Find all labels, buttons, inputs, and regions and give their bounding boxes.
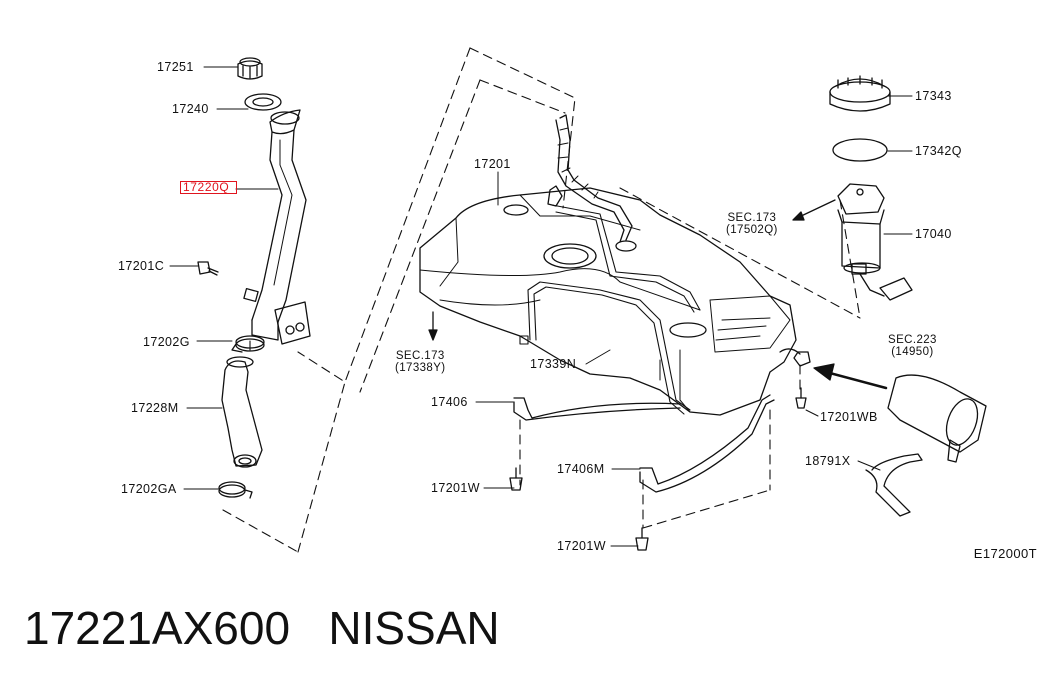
bolt-17201wb-part [779, 348, 811, 409]
lock-ring-17343-part [829, 75, 891, 112]
section-ref-code: (17502Q) [726, 224, 778, 236]
fuel-line-17339n-part [519, 204, 701, 415]
part-label-17201[interactable]: 17201 [474, 157, 511, 171]
o-ring-17342q-part [832, 138, 888, 162]
filler-neck-tube-part [243, 109, 311, 345]
section-ref-title: SEC.173 [727, 212, 777, 224]
fuel-tank-part [419, 187, 797, 416]
fuel-cap-part [237, 57, 263, 80]
tank-strap-17406-part [513, 397, 681, 421]
part-label-18791x[interactable]: 18791X [805, 454, 851, 468]
part-label-17201wb[interactable]: 17201WB [820, 410, 878, 424]
section-ref-title: SEC.223 [888, 334, 937, 346]
part-label-17342q[interactable]: 17342Q [915, 144, 962, 158]
highlighted-part-box[interactable]: 17220Q [180, 181, 237, 194]
fuel-pump-17040-part [837, 183, 913, 301]
section-ref-code: (17338Y) [395, 362, 446, 374]
part-label-17201w-upper[interactable]: 17201W [431, 481, 480, 495]
clamp-17202g-part [231, 335, 265, 353]
section-ref-14950[interactable]: SEC.223 (14950) [888, 334, 937, 358]
part-label-17343[interactable]: 17343 [915, 89, 952, 103]
bolt-17201w-upper-part [509, 467, 523, 491]
part-label-17228m[interactable]: 17228M [131, 401, 179, 415]
part-label-17339n[interactable]: 17339N [530, 357, 577, 371]
vent-hose-part [547, 114, 633, 243]
section-ref-17502q[interactable]: SEC.173 (17502Q) [726, 212, 778, 236]
clamp-17202ga-part [218, 481, 253, 499]
filler-gasket-part [244, 93, 282, 111]
part-caption: 17221AX600 NISSAN [24, 600, 500, 656]
section-ref-title: SEC.173 [395, 350, 445, 362]
part-label-17406m[interactable]: 17406M [557, 462, 605, 476]
part-label-17220q[interactable]: 17220Q [183, 180, 230, 194]
section-ref-17338y[interactable]: SEC.173 (17338Y) [395, 350, 446, 374]
part-label-17201c[interactable]: 17201C [118, 259, 165, 273]
screw-17201c-part [197, 261, 219, 276]
part-label-17202g[interactable]: 17202G [143, 335, 190, 349]
part-label-17240[interactable]: 17240 [172, 102, 209, 116]
tank-strap-17406m-part [639, 394, 775, 493]
part-label-17251[interactable]: 17251 [157, 60, 194, 74]
brand-name: NISSAN [328, 602, 500, 654]
hose-18791x-part [865, 453, 923, 517]
dashed-boundaries [222, 47, 861, 553]
leader-lines [169, 66, 913, 547]
evap-canister-part [887, 374, 987, 463]
section-arrows [428, 199, 888, 390]
part-label-17406[interactable]: 17406 [431, 395, 468, 409]
hose-17228m-part [221, 356, 263, 468]
part-label-17202ga[interactable]: 17202GA [121, 482, 177, 496]
section-ref-code: (14950) [891, 346, 934, 358]
part-label-17201w-lower[interactable]: 17201W [557, 539, 606, 553]
part-label-17040[interactable]: 17040 [915, 227, 952, 241]
bolt-17201w-lower-part [635, 527, 649, 551]
part-number: 17221AX600 [24, 602, 291, 654]
diagram-code: E172000T [973, 546, 1037, 561]
